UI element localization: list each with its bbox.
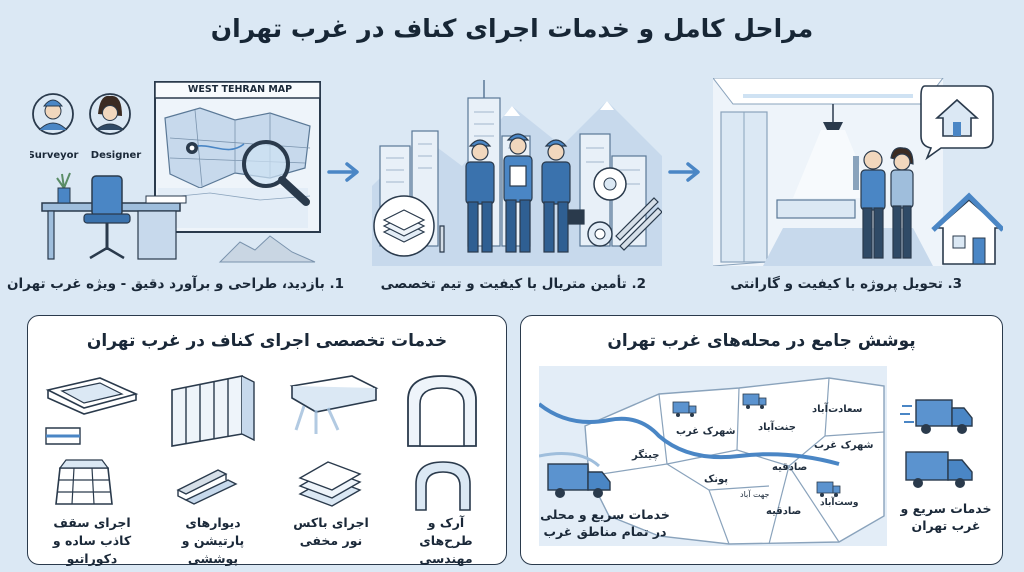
designer-avatar bbox=[89, 93, 131, 135]
worker-icon bbox=[465, 133, 585, 253]
service-label-partition: دیوارهای پارتیشن و پوششی bbox=[181, 515, 245, 566]
arch-frame-icon bbox=[415, 461, 471, 511]
page-title: مراحل کامل و خدمات اجرای کناف در غرب تهر… bbox=[210, 14, 814, 43]
drywall-frame-icon bbox=[171, 375, 255, 447]
map-label-jannatabad: جنت‌آباد bbox=[758, 422, 796, 433]
map-label-sadeghieh-2: صادقیه bbox=[766, 506, 802, 517]
step-3-label: 3. تحویل پروژه با کیفیت و گارانتی bbox=[730, 276, 962, 292]
west-tehran-neighborhoods-map bbox=[539, 366, 887, 546]
map-title: WEST TEHRAN MAP bbox=[187, 84, 293, 95]
step-1-label: 1. بازدید، طراحی و برآورد دقیق - ویژه غر… bbox=[7, 276, 344, 292]
designer-role: Designer bbox=[91, 150, 142, 161]
delivery-truck-icon bbox=[547, 463, 611, 498]
map-label-westabad: وست‌آباد bbox=[820, 498, 859, 508]
ceiling-grid-icon bbox=[55, 459, 113, 505]
step-2-illustration bbox=[372, 76, 663, 266]
service-label-lightbox: اجرای باکس نور مخفی bbox=[293, 515, 369, 548]
map-label-jahat-abad: جهت‌ آباد bbox=[740, 490, 770, 499]
step-1-illustration: Surveyor Designer bbox=[28, 78, 330, 266]
light-box-icon bbox=[289, 375, 379, 434]
map-label-sadeghieh-1: صادقیه bbox=[772, 462, 808, 473]
step-3-illustration bbox=[711, 77, 1005, 267]
coverage-title: پوشش جامع در محله‌های غرب تهران bbox=[607, 331, 916, 351]
fast-truck-icon bbox=[900, 399, 973, 434]
arrow-icon bbox=[668, 162, 700, 182]
coverage-left-note: خدمات سریع و محلی در تمام مناطق غرب bbox=[540, 507, 670, 539]
magnifier-icon bbox=[242, 140, 310, 206]
coverage-right-note: خدمات سریع و غرب تهران bbox=[900, 501, 992, 533]
services-title: خدمات تخصصی اجرای کناف در غرب تهران bbox=[86, 331, 448, 351]
plant-icon bbox=[56, 172, 71, 204]
couple-icon bbox=[860, 147, 914, 259]
arrow-icon bbox=[327, 162, 359, 182]
surveyor-role: Surveyor bbox=[30, 150, 79, 161]
map-label-pounak: پونک bbox=[704, 474, 729, 485]
map-label-saadatabad: سعادت‌آباد bbox=[812, 404, 863, 415]
surveyor-avatar bbox=[32, 93, 74, 135]
service-label-arch: آرک و طرح‌های مهندسی bbox=[419, 515, 473, 566]
gypsum-boards-icon bbox=[373, 195, 435, 257]
map-label-shahrak-gharb-2: شهرک غرب bbox=[814, 440, 874, 451]
arch-icon bbox=[407, 375, 477, 447]
metal-profile-icon bbox=[439, 197, 663, 253]
service-label-ceiling: اجرای سقف کاذب ساده و دکوراتیو bbox=[52, 515, 132, 566]
office-chair-icon bbox=[83, 175, 131, 260]
map-label-chitgar: چیتگر bbox=[632, 450, 660, 461]
profile-channels-icon bbox=[176, 469, 238, 505]
suspended-ceiling-icon bbox=[45, 377, 139, 445]
home-speech-icon bbox=[920, 85, 994, 161]
truck-icon bbox=[672, 393, 841, 494]
tape-roll-icon bbox=[587, 167, 627, 247]
boards-stack-icon bbox=[298, 461, 362, 507]
house-icon bbox=[931, 192, 1005, 265]
delivery-truck-icon bbox=[905, 451, 973, 488]
step-2-label: 2. تأمین متریال با کیفیت و تیم تخصصی bbox=[380, 276, 646, 292]
map-label-shahrak-gharb-1: شهرک غرب bbox=[676, 426, 736, 437]
